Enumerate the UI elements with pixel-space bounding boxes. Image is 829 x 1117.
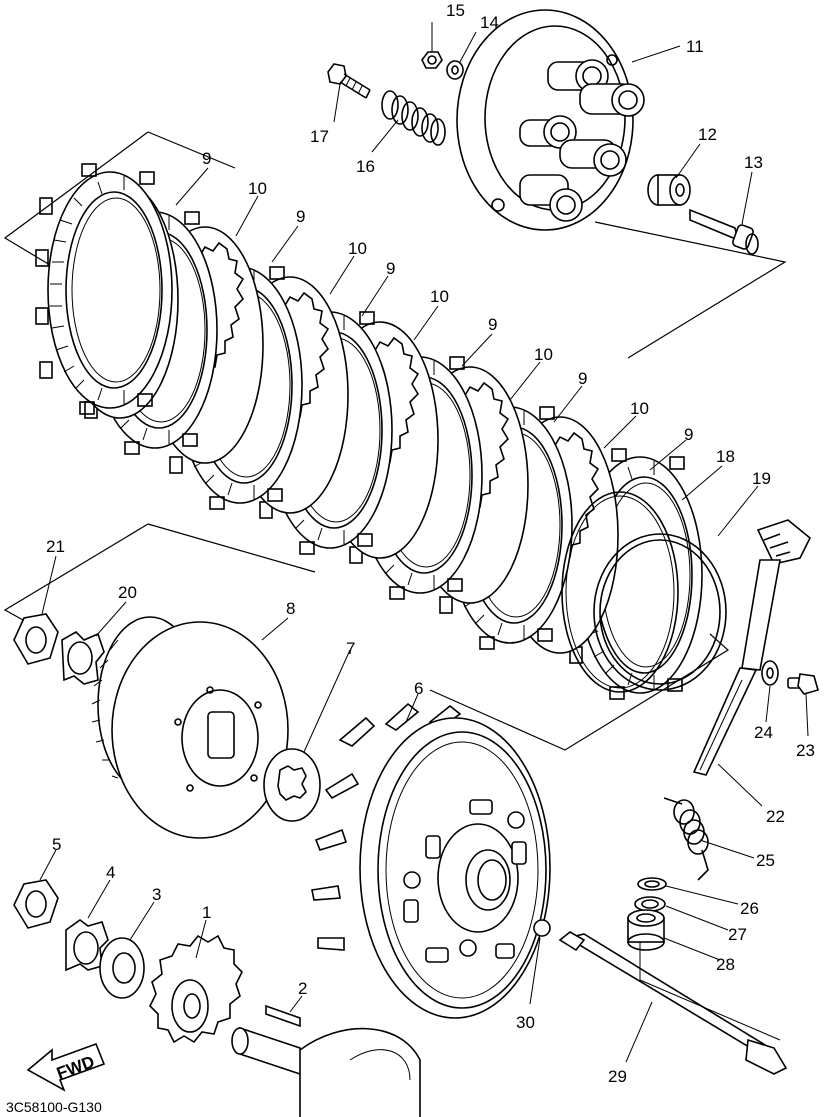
callout-10c: 10: [430, 287, 449, 306]
nut-21: [13, 613, 59, 665]
callout-6: 6: [414, 679, 423, 698]
bolt-23: [787, 673, 819, 695]
washer-14: [446, 60, 464, 80]
callout-1: 1: [202, 903, 211, 922]
wire-ring-18: [561, 491, 679, 693]
callout-28: 28: [716, 955, 735, 974]
callout-18: 18: [716, 447, 735, 466]
lock-washer-4: [65, 919, 109, 972]
callout-16: 16: [356, 157, 375, 176]
circlip-26: [637, 877, 667, 891]
callout-26: 26: [740, 899, 759, 918]
callout-10d: 10: [534, 345, 553, 364]
clutch-spring-16: [381, 90, 446, 146]
callout-2: 2: [298, 979, 307, 998]
push-lever-shaft-22: [692, 519, 812, 776]
return-spring-25: [663, 797, 709, 881]
ball-30: [533, 919, 551, 937]
forward-arrow: FWD: [26, 1042, 106, 1092]
clutch-housing-8: [91, 616, 289, 839]
collar-12: [647, 174, 691, 206]
callout-9b: 9: [296, 207, 305, 226]
callout-27: 27: [728, 925, 747, 944]
callout-10e: 10: [630, 399, 649, 418]
callout-5: 5: [52, 835, 61, 854]
washer-3: [99, 937, 145, 999]
callout-25: 25: [756, 851, 775, 870]
callouts: 15 14 11 17 16 12 13 9 10 9 10 9 10 9 10…: [46, 1, 815, 1086]
primary-drive-gear-1: [149, 934, 243, 1044]
callout-9f: 9: [684, 425, 693, 444]
washer-27: [634, 896, 666, 912]
callout-19: 19: [752, 469, 771, 488]
bolt-17: [327, 63, 371, 99]
clutch-boss-6: [311, 702, 551, 1019]
callout-8: 8: [286, 599, 295, 618]
plate-stack: [35, 163, 703, 700]
plate-stack-outline: [3, 131, 787, 751]
callout-10b: 10: [348, 239, 367, 258]
leader-lines: [39, 22, 809, 1063]
callout-24: 24: [754, 723, 773, 742]
callout-7: 7: [346, 639, 355, 658]
nut-15: [421, 51, 443, 69]
callout-22: 22: [766, 807, 785, 826]
push-rod-29: [558, 931, 788, 1075]
pressure-plate-11: [456, 9, 645, 231]
callout-4: 4: [106, 863, 115, 882]
callout-9d: 9: [488, 315, 497, 334]
crankshaft-end: [231, 1026, 421, 1117]
callout-29: 29: [608, 1067, 627, 1086]
key-2: [265, 1004, 301, 1028]
callout-14: 14: [480, 13, 499, 32]
push-rod-13: [689, 208, 759, 255]
cushion-spring-19: [593, 533, 727, 691]
callout-20: 20: [118, 583, 137, 602]
callout-9a: 9: [202, 149, 211, 168]
drawing-code: 3C58100-G130: [6, 1099, 102, 1115]
callout-13: 13: [744, 153, 763, 172]
bearing-28: [627, 909, 665, 951]
callout-3: 3: [152, 885, 161, 904]
callout-9e: 9: [578, 369, 587, 388]
callout-17: 17: [310, 127, 329, 146]
callout-10a: 10: [248, 179, 267, 198]
callout-23: 23: [796, 741, 815, 760]
callout-30: 30: [516, 1013, 535, 1032]
callout-21: 21: [46, 537, 65, 556]
callout-15: 15: [446, 1, 465, 20]
nut-5: [13, 879, 59, 929]
washer-24: [761, 660, 779, 686]
callout-11: 11: [686, 37, 704, 56]
callout-9c: 9: [386, 259, 395, 278]
lock-washer-20: [61, 631, 105, 685]
callout-12: 12: [698, 125, 717, 144]
thrust-washer-7: [263, 748, 321, 822]
